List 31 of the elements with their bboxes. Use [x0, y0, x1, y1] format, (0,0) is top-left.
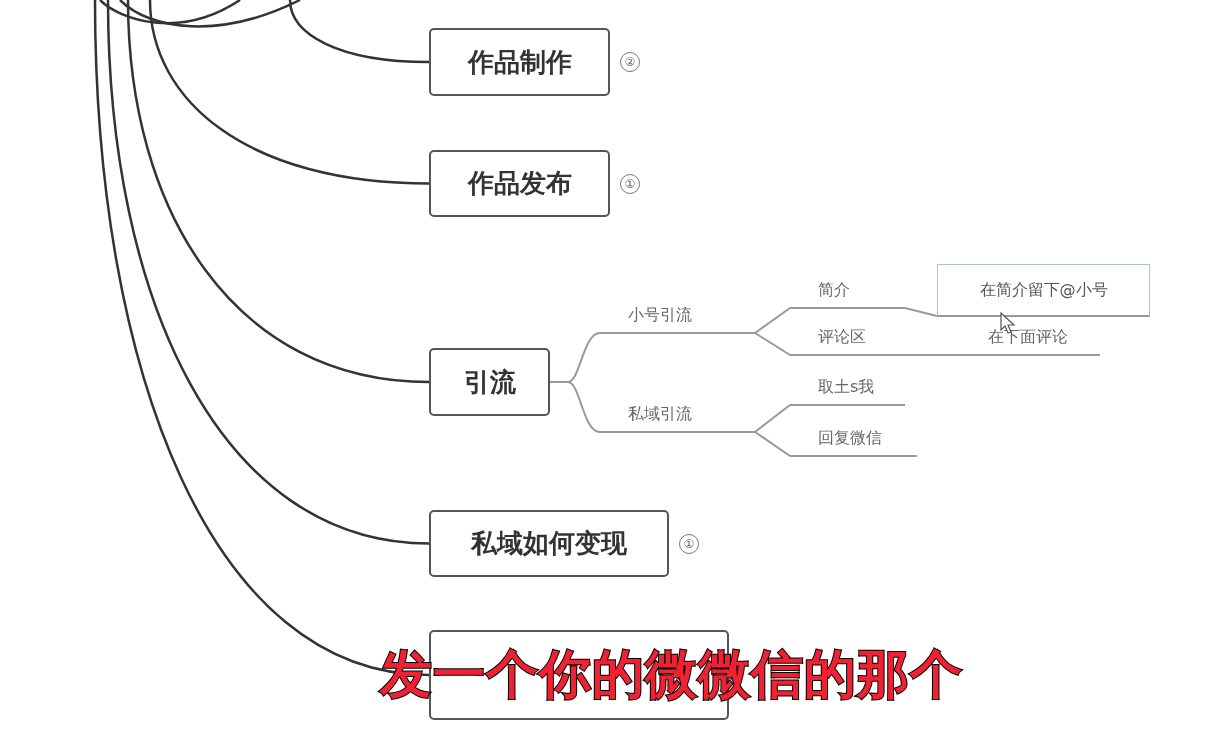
branch-line	[288, 0, 430, 64]
topic-label: 回复微信	[818, 428, 882, 449]
branch-line	[106, 0, 430, 545]
topic-box	[429, 348, 550, 416]
branch-line	[929, 354, 961, 356]
topic-label: 小号引流	[628, 305, 692, 326]
branch-line	[93, 0, 430, 677]
topic-label: 评论区	[818, 327, 866, 348]
branch-line	[126, 0, 430, 384]
topic-label: 私域如何变现	[471, 527, 627, 560]
topic-box	[429, 28, 610, 96]
branch-line	[754, 404, 791, 433]
topic-label: 引流	[463, 365, 516, 399]
branch-line	[549, 381, 601, 433]
topic-label: 作品制作	[467, 45, 572, 79]
topic-box	[429, 150, 610, 217]
branch-line	[754, 332, 791, 356]
topic-label: 作品发布	[467, 167, 572, 200]
topic-label: 取土s我	[818, 377, 875, 398]
topic-label: 私域引流	[628, 404, 692, 425]
branch-line	[904, 307, 938, 317]
marker-badge: ②	[620, 52, 640, 72]
branch-line	[754, 431, 791, 457]
marker-badge: ①	[620, 173, 640, 194]
selected-topic-box	[937, 264, 1150, 317]
marker-badge: ①	[679, 533, 699, 554]
topic-box	[429, 510, 669, 577]
branch-line	[148, 0, 430, 185]
topic-label: 在简介留下@小号	[979, 279, 1108, 301]
topic-label: 简介	[818, 280, 850, 301]
branch-line	[754, 307, 791, 334]
